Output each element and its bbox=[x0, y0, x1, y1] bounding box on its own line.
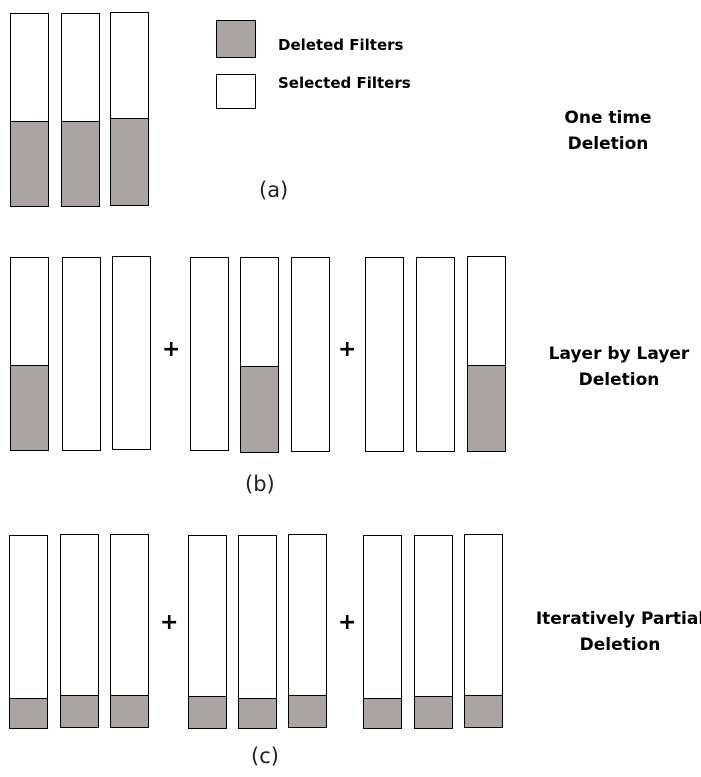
deleted-portion bbox=[241, 365, 278, 452]
section-title-c: Iteratively Partial Deletion bbox=[530, 606, 701, 658]
filter-bar bbox=[190, 257, 229, 451]
filter-bar bbox=[416, 257, 455, 452]
filter-bar bbox=[62, 257, 101, 451]
deleted-portion bbox=[61, 695, 98, 727]
section-title-b: Layer by Layer Deletion bbox=[539, 341, 699, 393]
deleted-portion bbox=[11, 364, 48, 450]
filter-bar bbox=[10, 257, 49, 451]
deleted-portion bbox=[111, 695, 148, 727]
deleted-portion bbox=[468, 364, 505, 451]
deleted-portion bbox=[10, 698, 47, 728]
filter-bar bbox=[291, 257, 330, 452]
deleted-portion bbox=[364, 698, 401, 728]
filter-bar bbox=[288, 534, 327, 728]
plus-sign: + bbox=[338, 610, 357, 635]
filter-bar bbox=[238, 535, 277, 729]
filter-bar bbox=[9, 535, 48, 729]
filter-bar bbox=[10, 13, 49, 207]
filter-bar bbox=[365, 257, 404, 452]
filter-bar bbox=[110, 12, 149, 206]
deleted-portion bbox=[289, 695, 326, 727]
deleted-portion bbox=[465, 695, 502, 727]
legend-deleted-swatch bbox=[216, 20, 256, 58]
filter-bar bbox=[464, 534, 503, 728]
filter-bar bbox=[112, 256, 151, 450]
deleted-portion bbox=[415, 696, 452, 728]
title-line-1: Iteratively Partial bbox=[535, 609, 701, 629]
title-line-2: Deletion bbox=[578, 370, 660, 390]
filter-bar bbox=[110, 534, 149, 728]
section-title-a: One time Deletion bbox=[548, 105, 668, 157]
title-line-2: Deletion bbox=[567, 134, 649, 154]
plus-sign: + bbox=[160, 610, 179, 635]
deleted-portion bbox=[111, 117, 148, 205]
legend-selected-label: Selected Filters bbox=[278, 74, 411, 92]
legend-deleted-label: Deleted Filters bbox=[278, 36, 404, 54]
filter-bar bbox=[467, 256, 506, 452]
filter-bar bbox=[61, 13, 100, 207]
title-line-1: One time bbox=[564, 108, 652, 128]
caption-a: (a) bbox=[259, 178, 289, 202]
caption-c: (c) bbox=[251, 744, 279, 768]
plus-sign: + bbox=[338, 337, 357, 362]
title-line-2: Deletion bbox=[579, 635, 661, 655]
filter-bar bbox=[414, 535, 453, 729]
deleted-portion bbox=[62, 120, 99, 206]
legend-selected-swatch bbox=[216, 74, 256, 109]
deleted-portion bbox=[11, 120, 48, 206]
filter-bar bbox=[188, 535, 227, 729]
filter-bar bbox=[60, 534, 99, 728]
caption-b: (b) bbox=[245, 472, 275, 496]
deleted-portion bbox=[189, 696, 226, 728]
title-line-1: Layer by Layer bbox=[548, 344, 690, 364]
filter-bar bbox=[363, 535, 402, 729]
filter-bar bbox=[240, 257, 279, 453]
deleted-portion bbox=[239, 698, 276, 728]
plus-sign: + bbox=[162, 337, 181, 362]
